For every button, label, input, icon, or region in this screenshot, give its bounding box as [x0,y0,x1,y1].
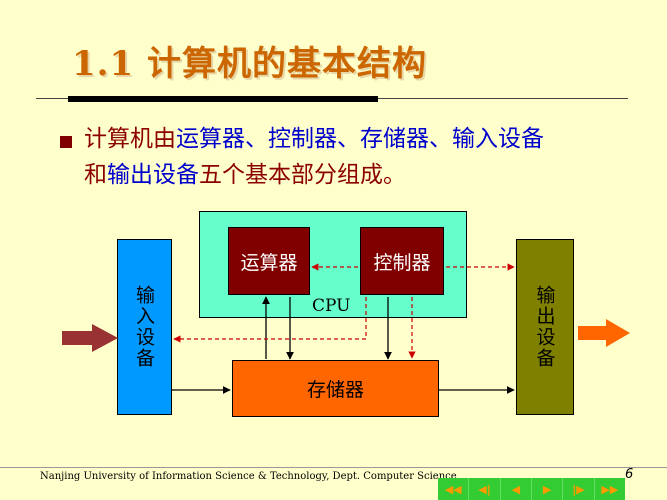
data-flow-lines [172,296,515,394]
bullet-text-part1: 计算机由 [84,126,176,152]
bullet-text: 计算机由运算器、控制器、存储器、输入设备和输出设备五个基本部分组成。 [84,121,654,193]
title-underline-accent [68,96,378,102]
external-input-arrow-icon [62,324,118,352]
page-number: 6 [625,467,634,482]
footer-text: Nanjing University of Information Scienc… [40,471,457,482]
slide-navigation-bar: ◀◀ ◀| ◀ ▶ |▶ ▶▶ [438,478,625,500]
output-device-label: 输出设备 [533,285,556,369]
next-section-button[interactable]: |▶ [563,478,595,500]
last-slide-button[interactable]: ▶▶ [601,482,619,496]
previous-slide-button[interactable]: ◀ [501,478,532,500]
alu-block: 运算器 [228,227,310,295]
slide-title: 1.1 计算机的基本结构 [72,44,427,84]
first-slide-button[interactable]: ◀◀ [438,478,470,500]
input-device-label: 输入设备 [133,285,155,369]
external-output-arrow-icon [578,319,630,347]
next-slide-button[interactable]: ▶ [532,478,564,500]
input-device-block: 输入设备 [117,239,172,415]
controller-block: 控制器 [360,227,444,295]
bullet-text-part3: 五个基本部分组成。 [199,162,406,188]
bullet-highlight-output: 输出设备 [107,162,199,188]
bullet-highlight-components: 运算器、控制器、存储器、输入设备 [176,126,544,152]
memory-block: 存储器 [232,360,439,417]
previous-section-button[interactable]: ◀| [469,478,501,500]
bullet-marker-icon [60,136,72,148]
control-flow-lines [173,263,515,359]
output-device-block: 输出设备 [516,239,574,415]
cpu-label: CPU [312,296,351,316]
footer-divider [0,467,667,468]
bullet-text-part2: 和 [84,162,107,188]
